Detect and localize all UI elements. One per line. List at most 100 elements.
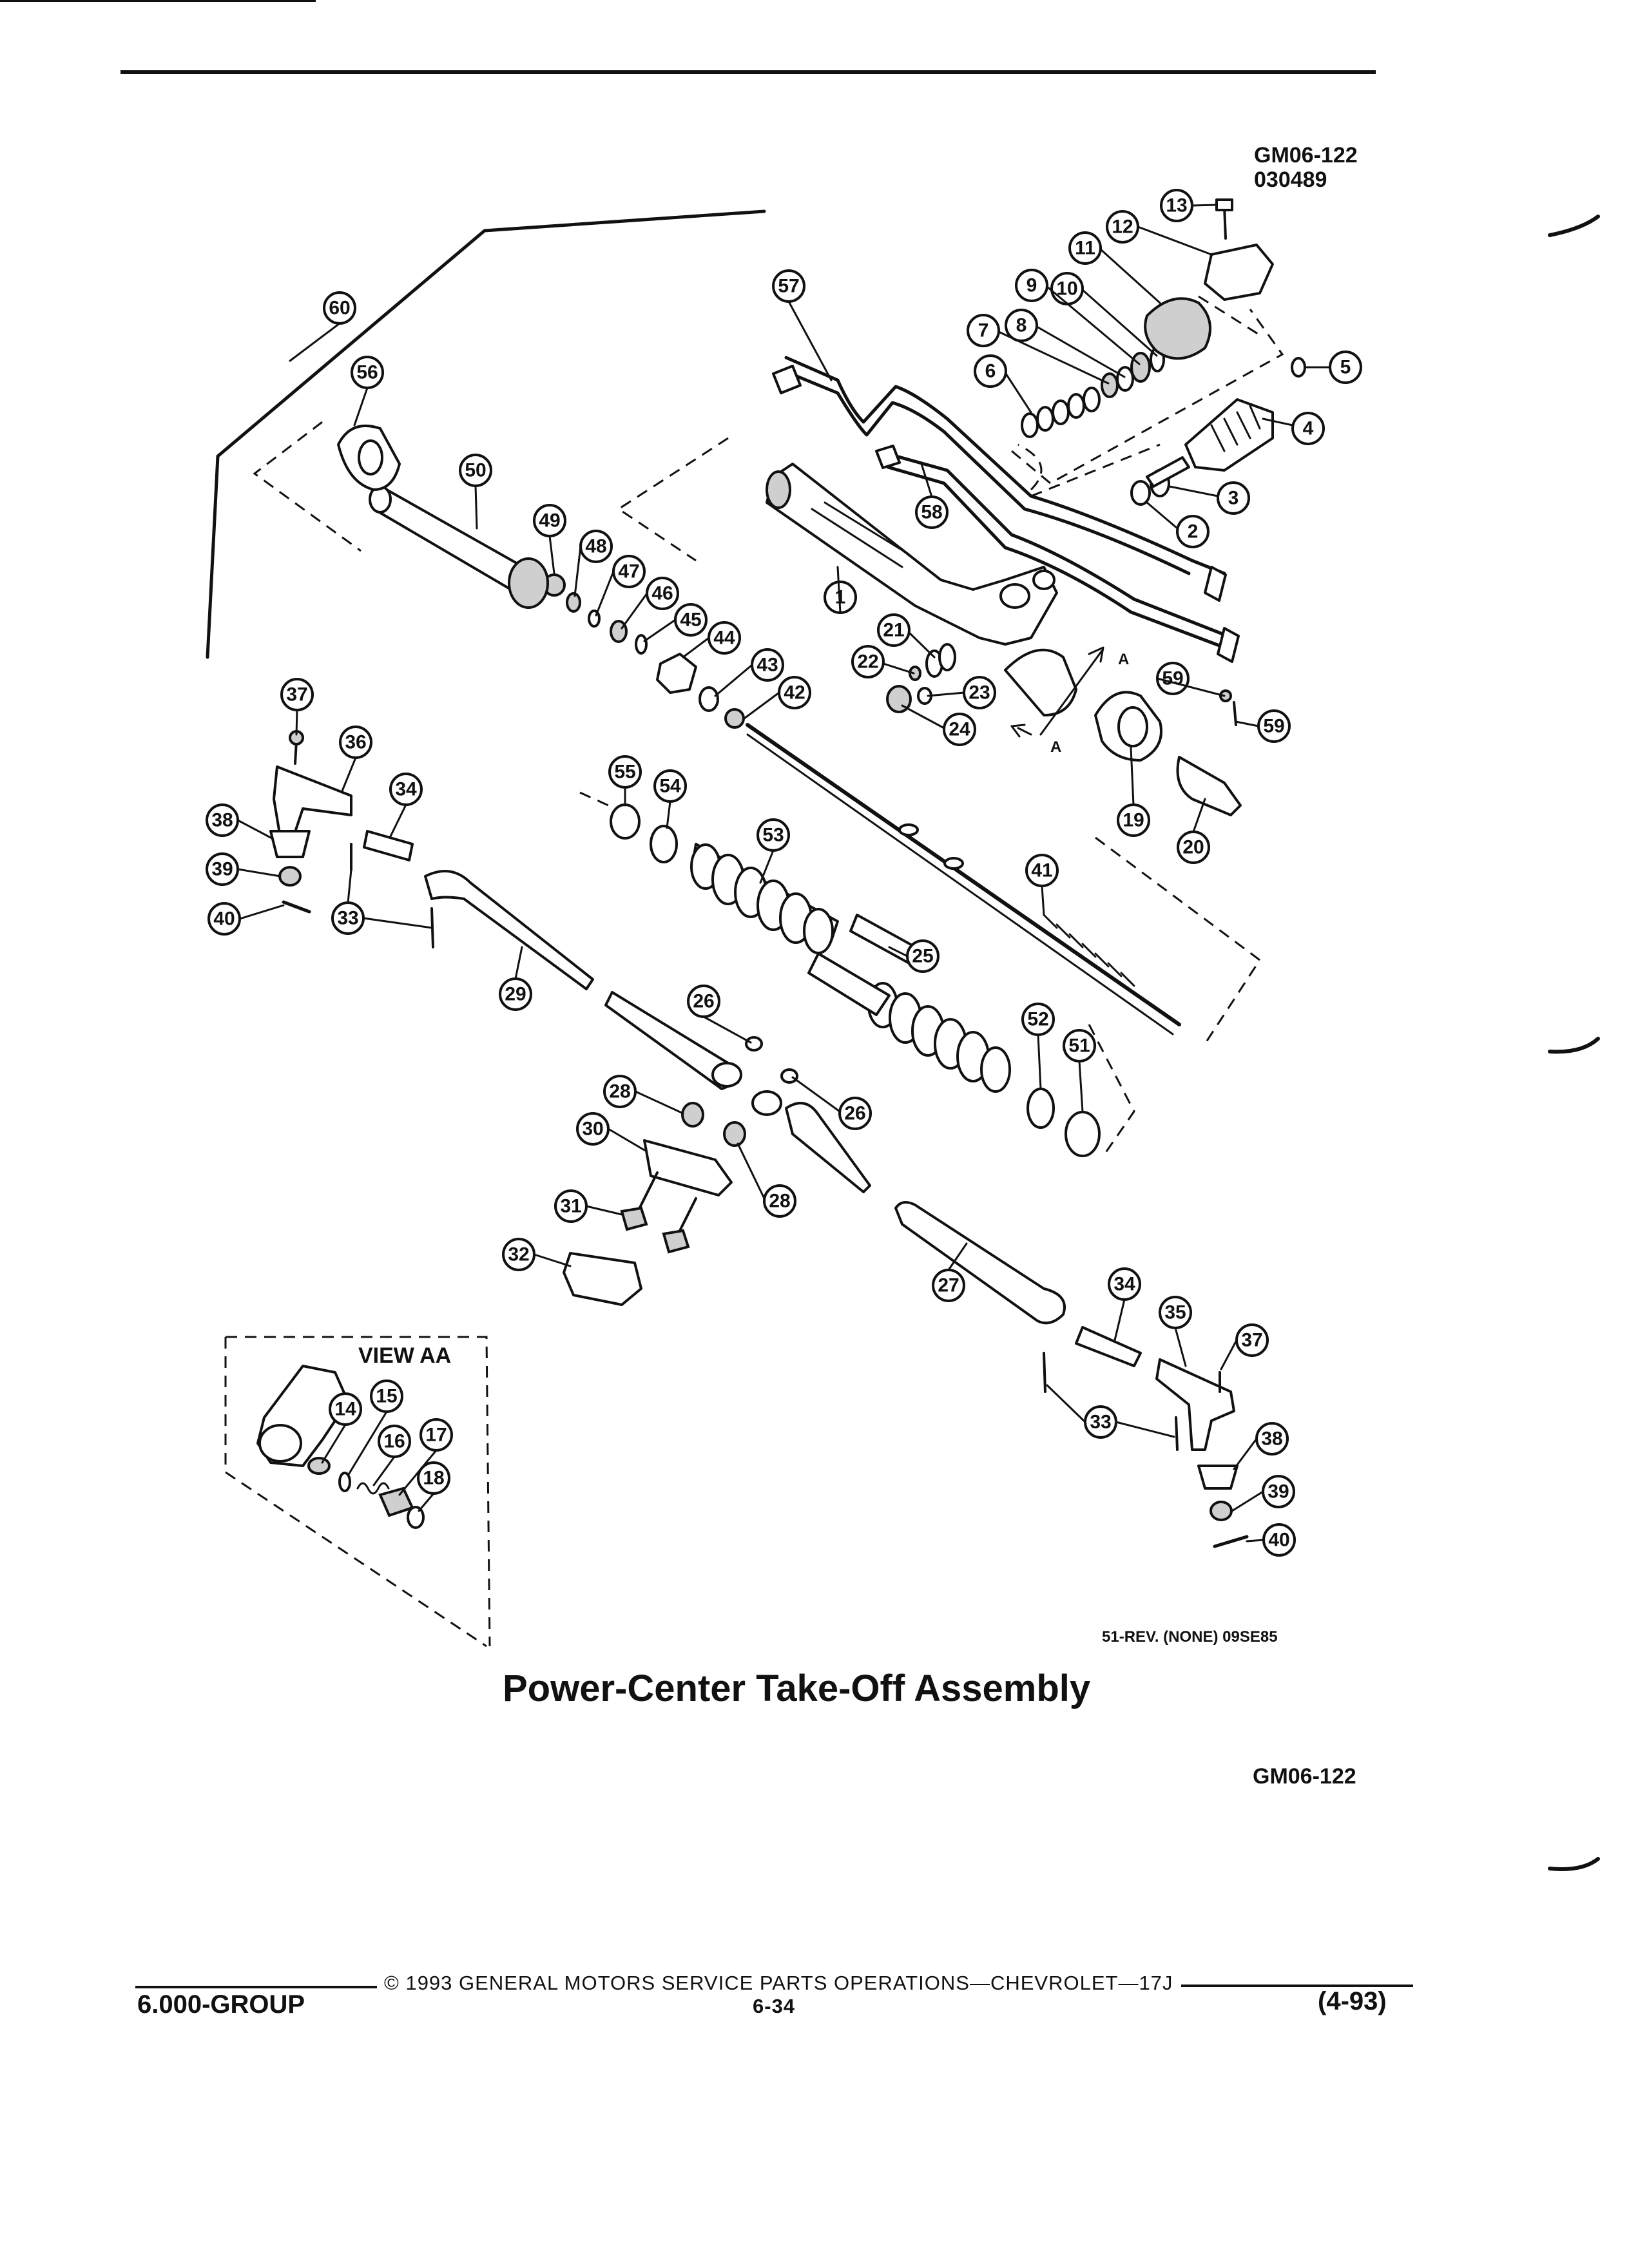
footer-rule-right: [1181, 1984, 1413, 1987]
callout-9: 9: [1015, 269, 1048, 302]
part-1-port: [1032, 570, 1055, 590]
part-51-clamp: [1065, 1111, 1101, 1157]
group-boundary: [1095, 836, 1262, 1044]
svg-text:44: 44: [713, 628, 735, 649]
part-34-adjuster: [1075, 1326, 1142, 1367]
part-55-clamp: [610, 803, 641, 840]
callout-54: 54: [653, 769, 687, 803]
callout-58: 58: [915, 495, 949, 529]
callout-26: 26: [687, 985, 720, 1018]
part-31-nut: [662, 1229, 690, 1254]
svg-text:55: 55: [614, 762, 635, 783]
header-rule: [120, 70, 1376, 74]
part-14-insert: [307, 1457, 331, 1475]
part-60-outline: [206, 209, 766, 659]
part-27-tie-rod: [894, 1201, 1066, 1325]
callout-25: 25: [906, 939, 940, 973]
callout-42: 42: [778, 676, 811, 709]
callout-20: 20: [1177, 831, 1210, 864]
view-aa-frame: [224, 1336, 491, 1648]
svg-text:23: 23: [969, 682, 990, 704]
callout-28: 28: [603, 1075, 637, 1108]
svg-text:4: 4: [1303, 418, 1314, 439]
callout-30: 30: [576, 1112, 610, 1146]
callout-52: 52: [1021, 1003, 1055, 1036]
svg-text:35: 35: [1164, 1302, 1186, 1323]
group-boundary: [1017, 443, 1043, 491]
part-35-tie-rod-end: [1155, 1358, 1235, 1451]
part-9-bearing: [1130, 352, 1151, 383]
callout-24: 24: [943, 713, 976, 746]
part-25-center: [807, 952, 891, 1016]
part-28-bushing: [723, 1121, 746, 1147]
part-58-fitting: [875, 445, 901, 469]
part-22-seal: [909, 666, 921, 681]
part-8-seal: [1116, 366, 1134, 392]
svg-text:36: 36: [345, 732, 366, 753]
part-41-rack: [746, 723, 1181, 1026]
callout-27: 27: [932, 1269, 965, 1302]
callout-3: 3: [1217, 481, 1250, 515]
group-boundary: [1088, 1024, 1135, 1154]
callout-13: 13: [1160, 189, 1193, 222]
part-19-inner: [1117, 706, 1148, 747]
svg-text:13: 13: [1166, 195, 1187, 216]
svg-text:24: 24: [949, 719, 970, 740]
callout-45: 45: [674, 603, 708, 637]
callout-16: 16: [378, 1425, 411, 1458]
callout-39b: 39: [1262, 1475, 1295, 1508]
callout-48: 48: [579, 530, 613, 563]
part-26-rod-right: [785, 1102, 871, 1193]
svg-text:39: 39: [1268, 1481, 1289, 1503]
flow-arrow: [1010, 724, 1032, 738]
footer-page: 6-34: [753, 1995, 796, 2017]
group-boundary: [1030, 443, 1161, 497]
part-13-bolt-head: [1215, 198, 1233, 211]
part-1-end: [766, 470, 791, 509]
svg-text:16: 16: [383, 1431, 405, 1452]
svg-text:20: 20: [1182, 837, 1204, 858]
callout-57: 57: [772, 269, 805, 303]
part-16-spring: [356, 1482, 390, 1495]
part-38-boot: [1197, 1465, 1239, 1490]
svg-text:15: 15: [376, 1386, 397, 1407]
svg-text:57: 57: [778, 276, 799, 297]
callout-43: 43: [751, 648, 784, 682]
part-50-end: [508, 557, 549, 609]
svg-text:31: 31: [560, 1196, 581, 1217]
callout-55: 55: [608, 755, 642, 789]
diagram-title: Power-Center Take-Off Assembly: [503, 1667, 1091, 1709]
part-12-cap: [1204, 244, 1274, 301]
callout-2: 2: [1176, 515, 1210, 548]
svg-text:59: 59: [1162, 668, 1183, 689]
callout-14: 14: [329, 1392, 362, 1426]
svg-text:38: 38: [1261, 1428, 1282, 1450]
svg-text:28: 28: [769, 1191, 790, 1212]
svg-text:53: 53: [762, 825, 784, 846]
part-15-ring: [338, 1472, 351, 1492]
part-57-fitting: [772, 365, 802, 394]
part-38-boot: [269, 830, 311, 858]
part-31-bolt: [637, 1171, 697, 1232]
callout-38b: 38: [1255, 1422, 1289, 1456]
callout-40: 40: [207, 902, 241, 936]
svg-text:6: 6: [985, 361, 996, 382]
part-30-plate: [643, 1139, 733, 1196]
part-41-rack-edge: [746, 733, 1174, 1035]
part-26-end: [751, 1090, 782, 1116]
callout-38: 38: [206, 803, 239, 837]
svg-text:45: 45: [680, 610, 701, 631]
svg-text:33: 33: [1090, 1412, 1111, 1433]
part-26-end: [711, 1062, 742, 1088]
svg-text:40: 40: [1268, 1530, 1289, 1551]
svg-text:10: 10: [1056, 278, 1077, 300]
flow-arrow: [1039, 646, 1104, 736]
svg-text:21: 21: [883, 620, 904, 641]
callout-44: 44: [708, 621, 741, 655]
svg-text:52: 52: [1027, 1009, 1048, 1030]
header-doc-code: GM06-122: [1254, 143, 1358, 168]
callout-56: 56: [351, 356, 384, 389]
svg-text:34: 34: [395, 779, 417, 800]
svg-text:2: 2: [1188, 521, 1199, 543]
callout-19: 19: [1117, 803, 1150, 837]
